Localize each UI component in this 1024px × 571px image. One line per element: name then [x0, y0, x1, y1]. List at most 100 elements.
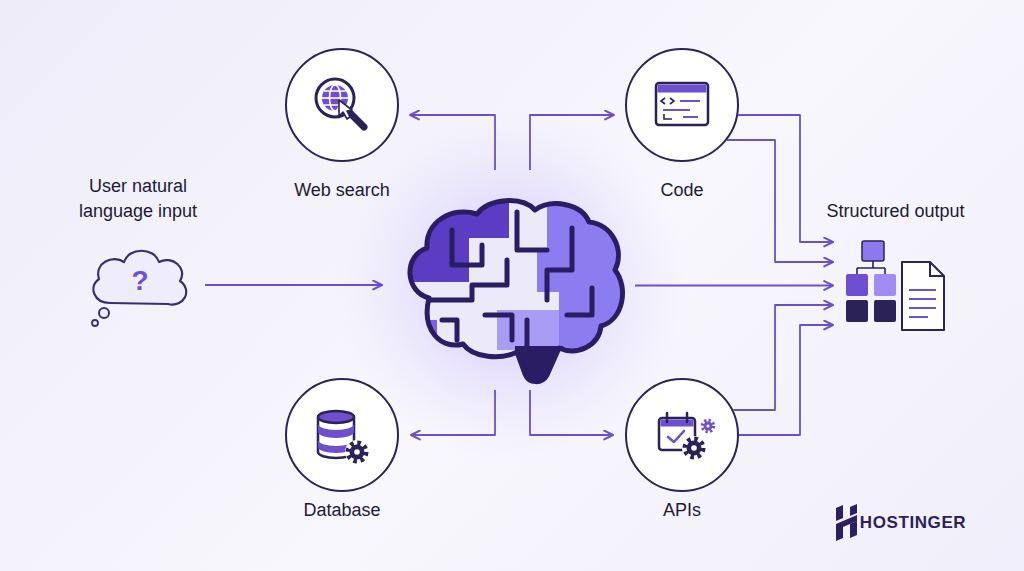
llm-brain [397, 170, 627, 390]
calendar-header [661, 420, 694, 427]
brain-groove [427, 260, 507, 300]
flow-arrow [530, 390, 613, 435]
thought-cloud-icon [92, 251, 186, 326]
brain-mid-lobe [537, 190, 627, 370]
small-gear-hole [706, 424, 709, 427]
calendar-frame [659, 418, 695, 450]
logo-bar [850, 504, 857, 516]
brand-logo-mark [836, 504, 857, 541]
gear-teeth [685, 439, 703, 457]
brain-groove [547, 228, 572, 300]
web-search-icon [316, 79, 364, 127]
cloud-shape [93, 251, 186, 305]
brain-outline [410, 201, 623, 382]
brain-groove [525, 320, 530, 346]
document-sheet [902, 262, 944, 330]
globe-parallel [324, 91, 346, 105]
logo-bar [836, 523, 843, 541]
document-fold [930, 262, 944, 276]
tool-circle: APIs [625, 378, 739, 492]
node-label: Web search [262, 178, 422, 203]
cloud-bubble [99, 308, 109, 318]
window-title-bar [658, 85, 707, 93]
brain-groove [442, 320, 457, 340]
globe [322, 85, 348, 111]
cloud-bubble [92, 320, 98, 326]
tree-root-block [862, 241, 884, 261]
gear-backing [682, 436, 706, 460]
calendar-rings [667, 413, 687, 422]
code-brackets [661, 98, 674, 104]
cylinder-band [318, 424, 354, 438]
magnifier-handle [349, 112, 364, 127]
code-window-icon [656, 83, 708, 125]
node-label: User natural language input [53, 174, 223, 224]
brain-groove [452, 230, 482, 265]
window-frame [656, 83, 708, 125]
tree-block [846, 274, 868, 296]
brain-fill [397, 190, 627, 390]
tool-circle: Web search [285, 48, 399, 162]
cylinder-band [318, 440, 354, 453]
flow-arrow [635, 285, 833, 287]
flow-arrow [727, 140, 833, 262]
gear-hole [354, 449, 360, 455]
gear-body [687, 441, 702, 456]
flow-arrow [410, 115, 495, 170]
globe-meridian [330, 85, 341, 111]
node-label: APIs [602, 498, 762, 523]
small-gear-body [704, 422, 713, 431]
logo-bar [850, 521, 857, 538]
brain-groove [567, 288, 592, 315]
brain-groove [485, 315, 512, 340]
code-cursor [664, 114, 672, 119]
node-label: Structured output [826, 199, 966, 224]
flow-arrow [733, 305, 833, 410]
brain-groove [517, 212, 547, 250]
logo-bar [836, 505, 843, 521]
cursor-arrow [339, 100, 352, 119]
brain-soft-lobe [497, 310, 559, 350]
globe-equator [322, 97, 348, 99]
api-calendar-icon [659, 413, 714, 460]
tool-circle: Code [625, 48, 739, 162]
brand-wordmark: HOSTINGER [860, 513, 966, 533]
flow-arrow [205, 284, 382, 286]
node-label: Database [262, 498, 422, 523]
flow-arrow [738, 115, 833, 242]
logo-bridge [836, 515, 857, 530]
output-icon: Structured output [843, 238, 948, 333]
code-lines [663, 101, 700, 117]
brain-stem [515, 346, 563, 386]
gear-backing [345, 440, 369, 464]
tree-block [874, 300, 896, 322]
tree-block [846, 300, 868, 322]
question-mark: ? [131, 265, 148, 297]
magnifier-lens [316, 79, 354, 117]
brain-mid-lobe [397, 320, 437, 370]
check-mark [668, 431, 684, 442]
cylinder-top [318, 411, 354, 423]
brain-grooves [427, 212, 592, 346]
flow-arrow [411, 390, 495, 435]
brain-dark-lobe [397, 190, 509, 282]
gear-hole [691, 445, 697, 451]
gear-body [350, 445, 365, 460]
flow-arrow [739, 325, 833, 435]
gear-teeth [348, 443, 366, 461]
tree-branches [857, 261, 885, 274]
tool-circle: Database [285, 378, 399, 492]
small-gear-teeth [703, 421, 714, 432]
brain-illustration [397, 190, 627, 390]
tree-block [874, 274, 896, 296]
structured-output-icon [846, 241, 944, 330]
cylinder-body [318, 417, 354, 458]
brain-light-lobe [397, 190, 627, 390]
node-label: Code [602, 178, 762, 203]
database-icon [318, 411, 369, 464]
